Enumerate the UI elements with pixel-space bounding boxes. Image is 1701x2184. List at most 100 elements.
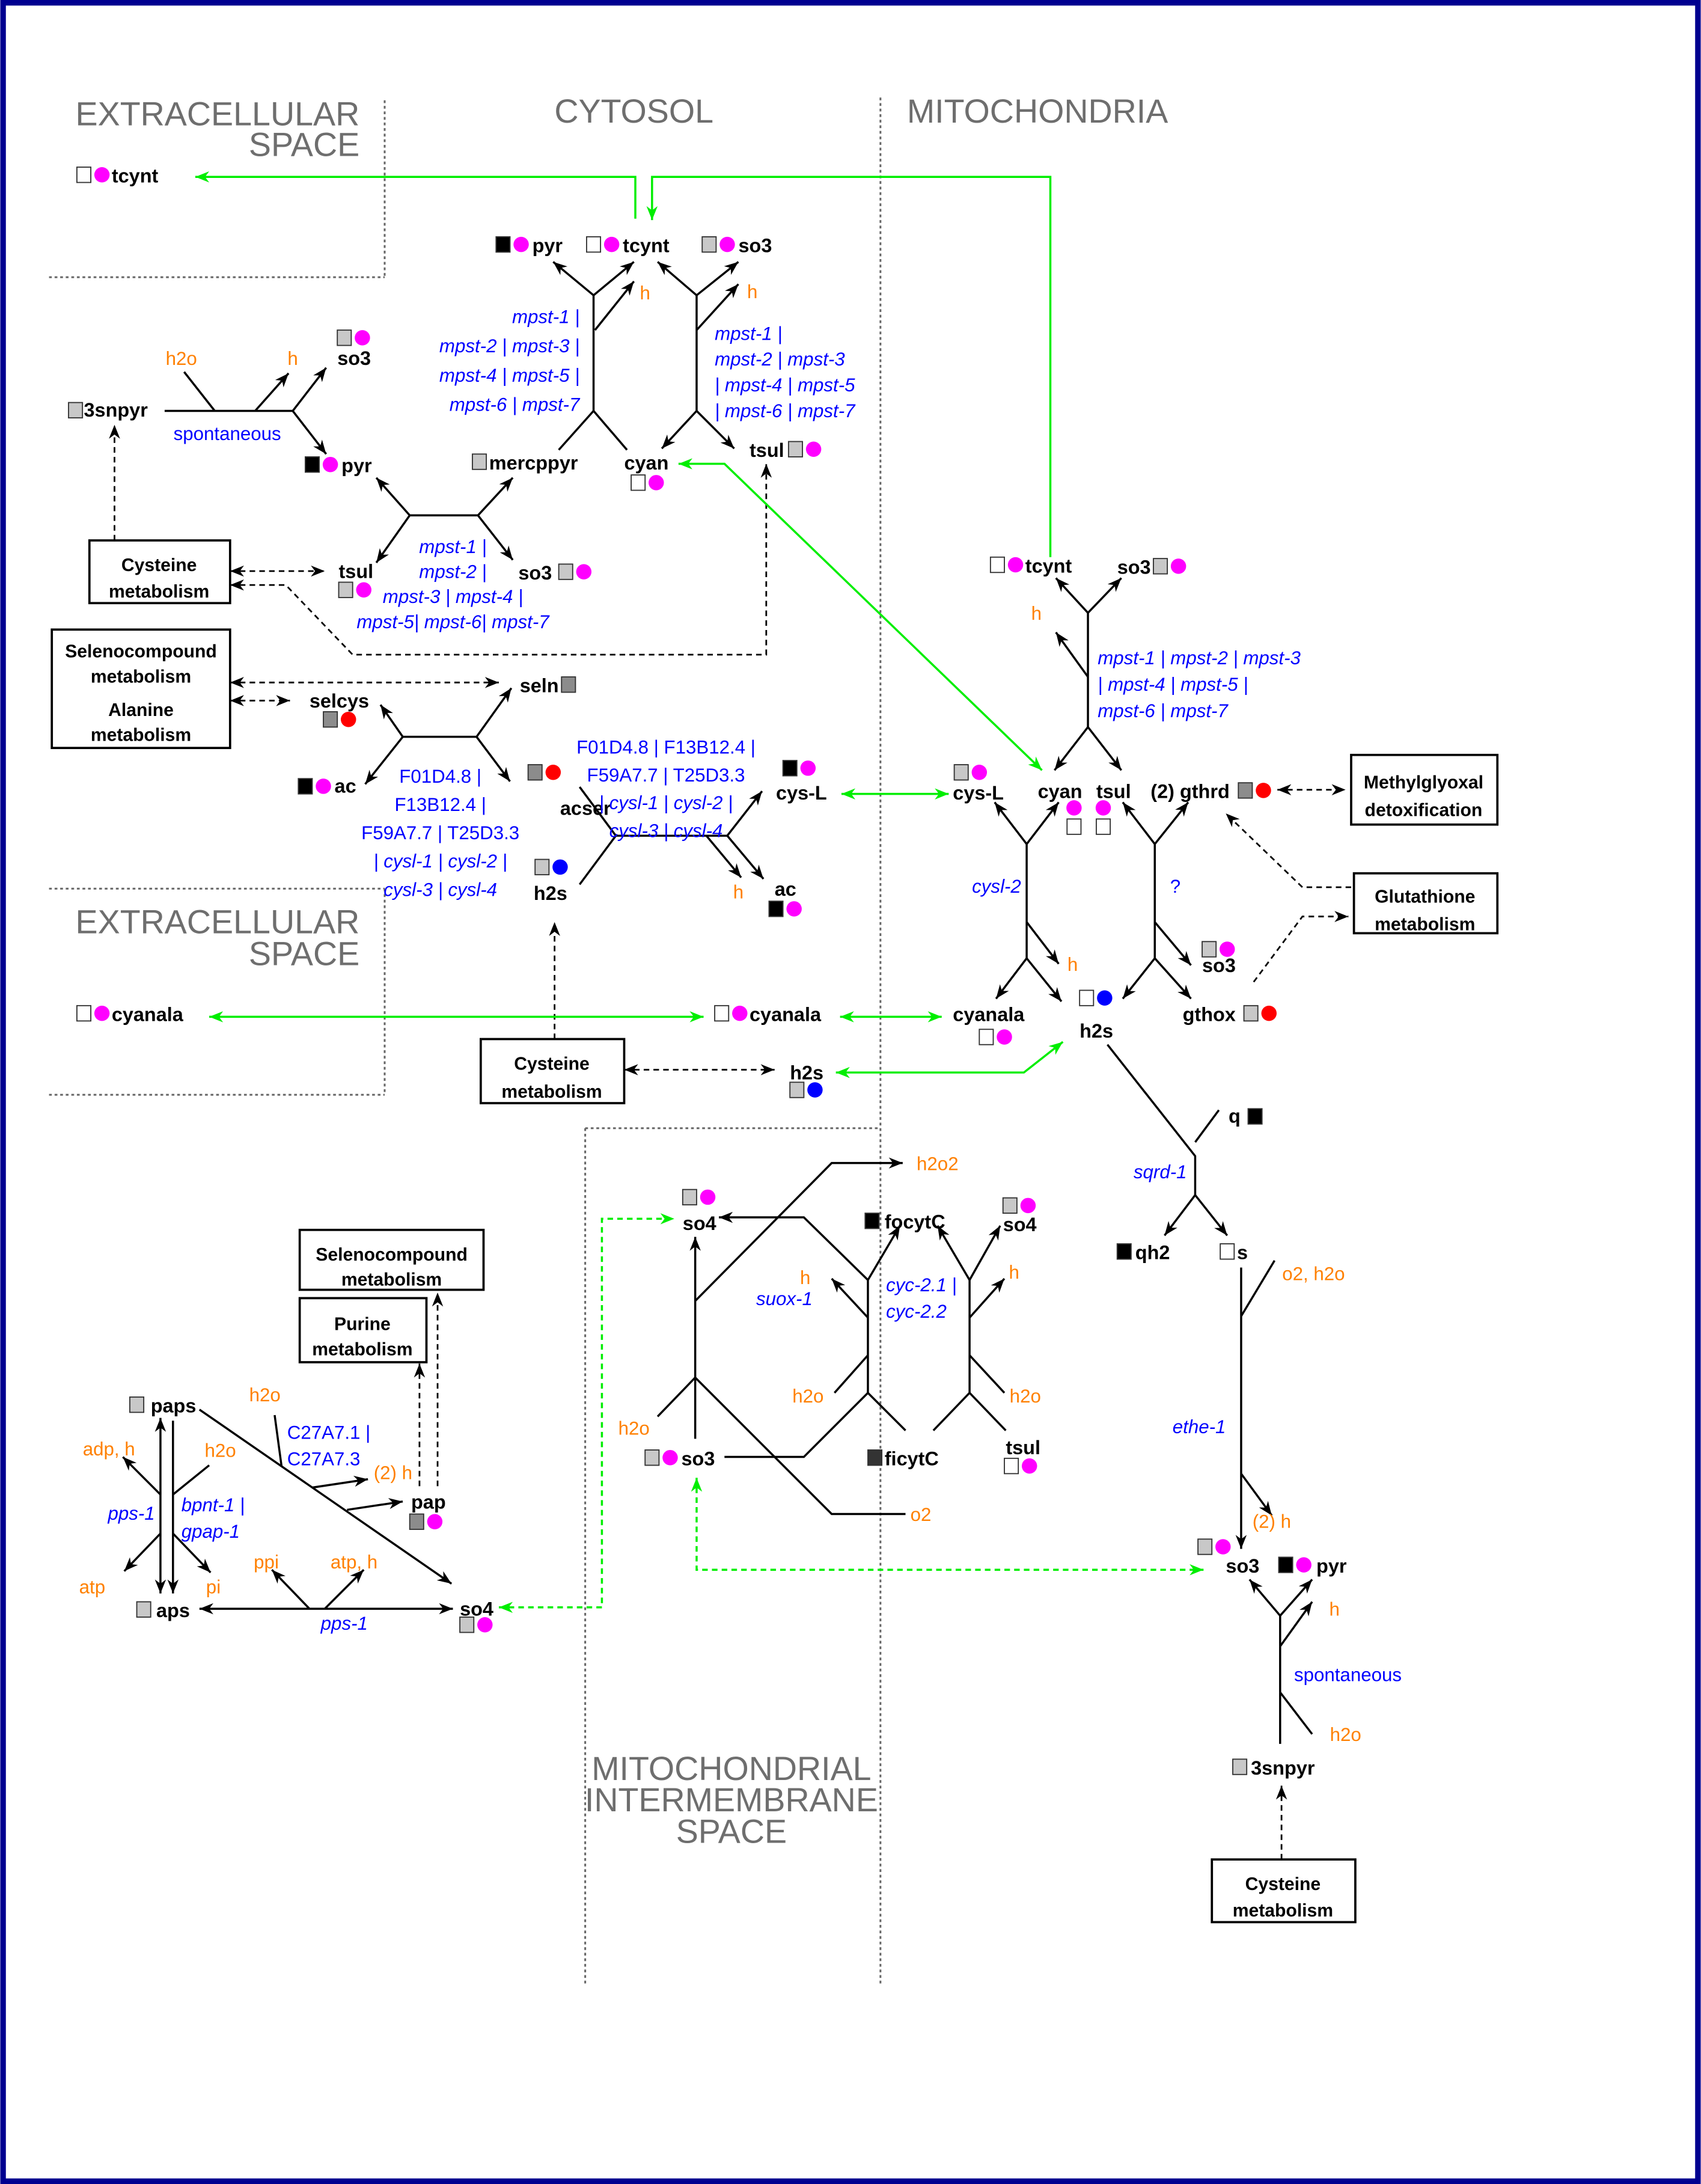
reaction-arrow	[726, 790, 763, 837]
reaction-arrow	[1240, 1473, 1273, 1516]
metabolite[interactable]: pyr	[1278, 1555, 1347, 1577]
metabolite[interactable]: pap	[409, 1491, 446, 1530]
metabolite[interactable]: so3	[337, 329, 371, 369]
metabolite[interactable]: qh2	[1116, 1242, 1170, 1264]
reaction-line	[1240, 1259, 1276, 1317]
enzyme-label: F59A7.7 | T25D3.3	[361, 822, 519, 843]
metabolite[interactable]: aps	[136, 1600, 190, 1621]
metabolite[interactable]: selcys	[310, 690, 369, 728]
metabolite[interactable]: tsul	[338, 561, 374, 598]
pathway-name: Cysteine	[1245, 1874, 1321, 1894]
pathway-box[interactable]: SelenocompoundmetabolismAlaninemetabolis…	[50, 628, 231, 750]
metabolite[interactable]: so4	[459, 1598, 493, 1633]
metabolite-label: cyan	[1038, 781, 1083, 803]
metabolite[interactable]: seln	[520, 675, 576, 697]
pathway-name: Glutathione	[1375, 887, 1475, 907]
metabolite[interactable]: so3	[701, 234, 772, 256]
metabolite-label: tsul	[339, 561, 374, 583]
metabolite[interactable]: cyanala	[714, 1003, 822, 1025]
metabolite[interactable]: cyan	[624, 452, 668, 491]
metabolite[interactable]: h2s	[789, 1062, 823, 1098]
enzyme-label: mpst-3 | mpst-4 |	[383, 586, 523, 607]
metabolite[interactable]: h2s	[1079, 990, 1113, 1042]
metabolite[interactable]: tcynt	[76, 165, 159, 187]
pathway-box-border	[298, 1229, 485, 1291]
pathway-box[interactable]: Cysteine metabolism	[1211, 1858, 1357, 1924]
metabolite[interactable]: tsul	[750, 439, 822, 461]
reaction-arrow	[475, 687, 513, 738]
metabolite[interactable]: acser	[527, 764, 611, 819]
metabolite-label: selcys	[310, 690, 369, 712]
metabolite[interactable]: so3	[644, 1448, 715, 1469]
localization-circle-icon	[805, 441, 822, 457]
metabolite[interactable]: (2) gthrd	[1150, 781, 1271, 803]
metabolite[interactable]: tsul	[1004, 1437, 1040, 1475]
reaction-line	[1279, 1692, 1313, 1735]
pathway-box-border	[88, 539, 231, 605]
localization-square-icon	[1004, 1457, 1019, 1475]
enzyme-label: F13B12.4 |	[394, 794, 486, 815]
metabolite[interactable]: tcynt	[989, 555, 1072, 577]
reaction-arrow	[1055, 577, 1089, 614]
metabolite[interactable]: cyan	[1038, 781, 1083, 835]
metabolite[interactable]: cyanala	[76, 1003, 184, 1025]
metabolite[interactable]: pyr	[495, 234, 563, 256]
metabolite-label: tsul	[1096, 781, 1131, 803]
metabolite[interactable]: h2s	[534, 858, 568, 904]
metabolite[interactable]: cyanala	[953, 1003, 1025, 1045]
metabolite[interactable]: 3snpyr	[1232, 1757, 1315, 1779]
metabolite[interactable]: so3	[1117, 557, 1186, 578]
metabolite-label: ficytC	[885, 1448, 939, 1469]
metabolite-label: pap	[411, 1491, 446, 1513]
metabolite[interactable]: ac	[298, 775, 356, 797]
metabolite[interactable]: so4	[1002, 1197, 1037, 1236]
localization-square-icon	[631, 474, 646, 491]
metabolite-label: acser	[560, 797, 611, 819]
metabolite[interactable]: so3	[518, 562, 592, 584]
metabolite[interactable]: so3	[1202, 941, 1236, 976]
metabolite[interactable]: ac	[768, 878, 802, 917]
metabolite[interactable]: s	[1220, 1242, 1248, 1264]
localization-circle-icon	[807, 1082, 823, 1098]
metabolite-label: cyan	[624, 452, 668, 474]
localization-square-icon	[459, 1617, 475, 1633]
reaction-arrow	[726, 835, 765, 880]
localization-square-icon	[338, 581, 353, 598]
pathway-box-border	[298, 1297, 428, 1363]
metabolite[interactable]: tcynt	[586, 234, 670, 256]
metabolite[interactable]: focytC	[864, 1211, 945, 1233]
metabolite[interactable]: cys-L	[953, 764, 1004, 804]
metabolite[interactable]: tsul	[1095, 781, 1131, 835]
metabolite[interactable]: cys-L	[776, 760, 827, 804]
metabolite[interactable]: mercppyr	[472, 452, 578, 474]
metabolite[interactable]: so4	[682, 1188, 716, 1234]
metabolite[interactable]: so3	[1197, 1538, 1259, 1577]
metabolite[interactable]: 3snpyr	[68, 399, 148, 421]
metabolite[interactable]: ficytC	[867, 1448, 939, 1469]
localization-circle-icon	[427, 1514, 443, 1530]
localization-circle-icon	[1066, 800, 1082, 816]
pathway-name: Methylglyoxal	[1364, 772, 1483, 792]
metabolite[interactable]: pyr	[304, 454, 372, 476]
compartment-title: MITOCHONDRIAL	[591, 1750, 871, 1787]
metabolite[interactable]: paps	[129, 1395, 196, 1416]
enzyme-label: pps-1	[107, 1503, 154, 1524]
cofactor-label: h	[1067, 954, 1078, 975]
metabolite-label: h2s	[534, 882, 567, 904]
metabolite[interactable]: q	[1229, 1105, 1263, 1127]
localization-square-icon	[76, 1005, 92, 1022]
pathway-name: metabolism	[1233, 1901, 1333, 1921]
compartment-title: SPACE	[676, 1812, 787, 1850]
reaction-arrow	[695, 410, 735, 450]
metabolite-label: so3	[337, 347, 371, 369]
cofactor-label: h	[800, 1267, 810, 1288]
metabolite-label: gthox	[1183, 1003, 1236, 1025]
metabolite[interactable]: gthox	[1183, 1003, 1277, 1025]
cofactor-label: o2	[911, 1504, 932, 1525]
